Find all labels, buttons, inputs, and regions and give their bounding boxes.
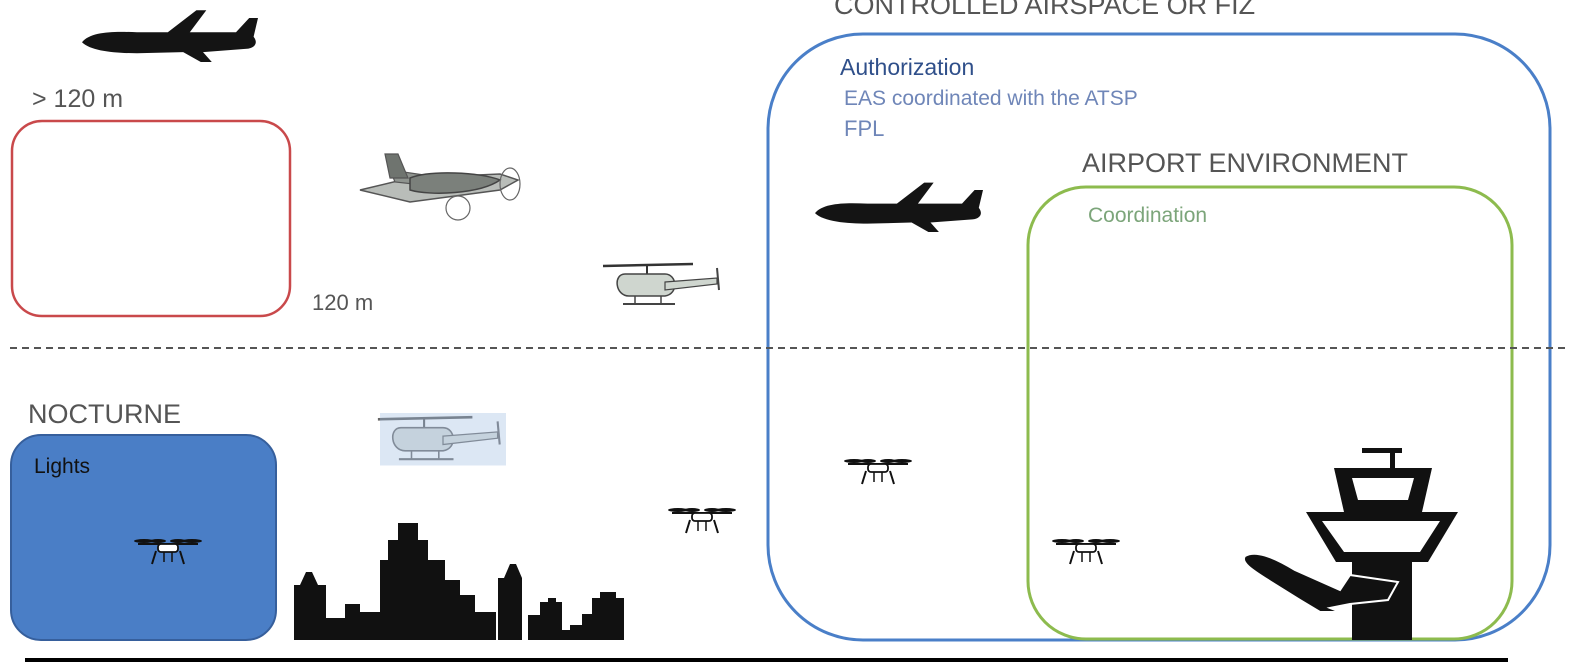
drone-icon	[1051, 538, 1121, 565]
airport-environment-boundary	[1026, 185, 1514, 641]
helicopter-icon	[376, 413, 506, 466]
light-aircraft-icon	[359, 153, 521, 221]
eas-label: EAS coordinated with the ATSP	[844, 87, 1138, 110]
above-limit-label: > 120 m	[32, 85, 124, 113]
nocturne-box	[10, 434, 277, 641]
altitude-limit-label: 120 m	[312, 290, 374, 315]
city-skyline-icon	[294, 523, 624, 640]
coordination-label: Coordination	[1088, 204, 1208, 227]
helicopter-icon	[601, 262, 721, 306]
fpl-label: FPL	[844, 116, 885, 141]
drone-icon	[667, 507, 737, 534]
lights-label: Lights	[34, 455, 91, 478]
controlled-airspace-title: CONTROLLED AIRSPACE OR FIZ	[834, 0, 1256, 20]
airliner-icon	[82, 10, 258, 63]
control-tower-icon	[1242, 448, 1458, 640]
authorization-label: Authorization	[840, 54, 975, 80]
drone-icon	[843, 458, 913, 485]
airport-environment-title: AIRPORT ENVIRONMENT	[1082, 148, 1409, 178]
above-limit-box	[10, 119, 292, 318]
nocturne-title: NOCTURNE	[28, 399, 181, 429]
airliner-icon	[815, 182, 983, 232]
